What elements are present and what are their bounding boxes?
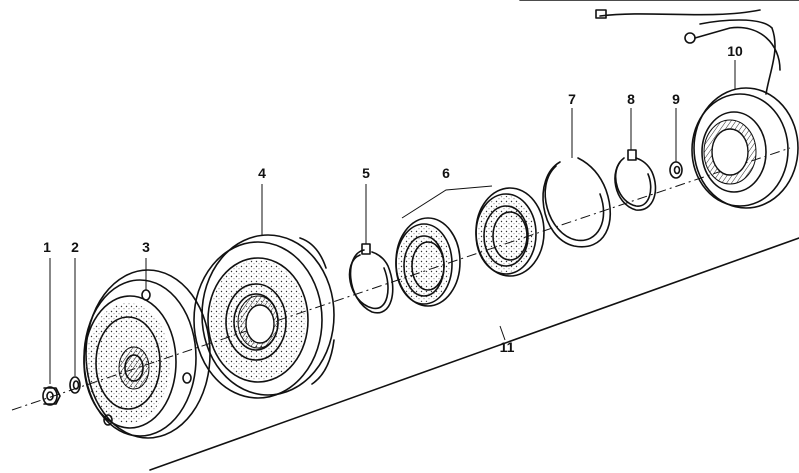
ball-bearing-1 [395, 217, 461, 307]
magnetic-coil [595, 9, 799, 209]
label-part-11: 11 [500, 339, 515, 355]
pulley [193, 234, 335, 399]
center-axis [11, 147, 791, 411]
label-part-10: 10 [727, 43, 743, 59]
assembly-baseline [149, 237, 799, 471]
washer [69, 376, 81, 394]
label-part-5: 5 [362, 165, 370, 181]
label-part-6: 6 [442, 165, 450, 181]
label-part-9: 9 [672, 91, 680, 107]
leader-11 [499, 325, 506, 341]
label-part-2: 2 [71, 239, 79, 255]
snap-ring [542, 157, 611, 248]
clutch-plate [83, 269, 211, 439]
circlip [348, 243, 394, 314]
label-part-7: 7 [568, 91, 576, 107]
label-part-4: 4 [258, 165, 266, 181]
small-washer [669, 161, 683, 179]
circlip-small [614, 149, 657, 211]
hex-nut [42, 386, 61, 406]
label-part-3: 3 [142, 239, 150, 255]
ball-bearing-2 [475, 187, 545, 277]
bracket-6 [401, 185, 493, 219]
label-part-1: 1 [43, 239, 51, 255]
label-part-8: 8 [627, 91, 635, 107]
